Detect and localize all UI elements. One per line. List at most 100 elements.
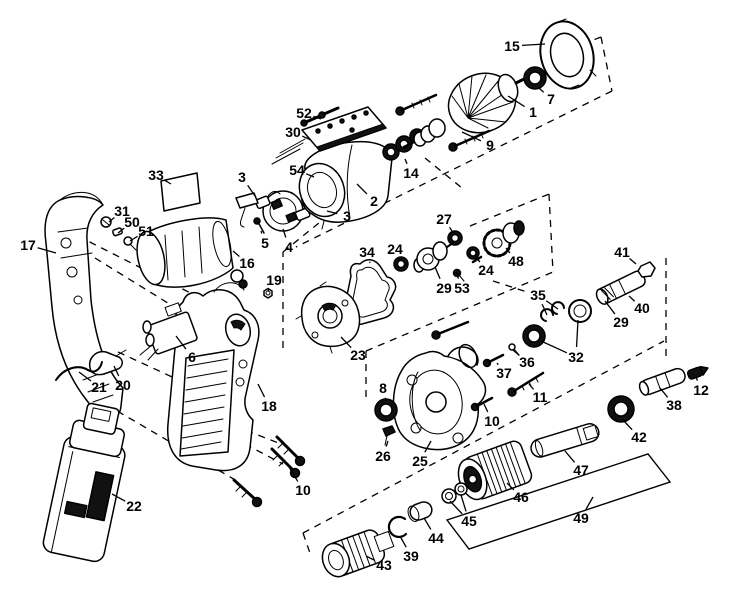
callout-label-54: 54 [289, 162, 305, 178]
part-8-bearing [374, 398, 398, 422]
callout-label-50: 50 [124, 214, 140, 230]
callout-label-3: 3 [238, 169, 246, 185]
callout-label-10: 10 [295, 482, 311, 498]
part-23-baffle [295, 281, 361, 354]
callout-label-14: 14 [403, 165, 419, 181]
callout-leader-31 [108, 216, 115, 223]
callout-label-29: 29 [613, 314, 629, 330]
callout-label-53: 53 [454, 280, 470, 296]
part-2-field-case [298, 140, 393, 223]
part-30-circuit-board [271, 106, 387, 165]
callout-leader-10 [483, 403, 489, 413]
callout-label-24: 24 [478, 262, 494, 278]
callout-leader-29 [434, 266, 441, 280]
part-32-bearing-set [522, 299, 592, 348]
callout-label-36: 36 [519, 354, 535, 370]
callout-leader-5 [260, 230, 263, 234]
callout-label-25: 25 [412, 453, 428, 469]
part-22-battery-pack [42, 402, 126, 563]
callout-label-24: 24 [387, 241, 403, 257]
part-24-washer-right [466, 246, 480, 260]
callout-leader-50 [117, 227, 125, 234]
callout-leader-51 [129, 235, 138, 242]
part-39-c-ring [387, 515, 408, 539]
part-5-screw [253, 217, 265, 234]
part-24-washer-left [393, 256, 409, 272]
callout-label-34: 34 [359, 244, 375, 260]
callout-label-30: 30 [285, 124, 301, 140]
callout-leader-39 [399, 535, 407, 548]
callout-label-20: 20 [115, 377, 131, 393]
callout-label-51: 51 [138, 223, 154, 239]
callout-label-21: 21 [91, 379, 107, 395]
part-screw-upper [431, 320, 470, 340]
callout-label-17: 17 [20, 237, 36, 253]
part-3-brush-left [235, 192, 259, 228]
callout-leader-53 [455, 271, 460, 279]
callout-label-48: 48 [508, 253, 524, 269]
part-25-gear-case [392, 343, 487, 451]
part-31-50-51-screw-set [100, 216, 137, 251]
part-26-clip [382, 425, 396, 446]
callout-leader-4 [282, 228, 287, 238]
part-15-brush-plate [539, 18, 597, 90]
callout-leader-24 [398, 257, 401, 262]
callout-leader-3 [247, 184, 256, 197]
callout-label-33: 33 [148, 167, 164, 183]
part-17-housing-half-left [44, 191, 124, 421]
callout-leader-15 [521, 43, 546, 47]
callout-leader-35 [541, 303, 548, 316]
callout-leader-27 [449, 226, 455, 235]
callout-label-4: 4 [285, 239, 293, 255]
callout-leader-22 [111, 493, 126, 502]
callout-leader-49 [585, 496, 594, 510]
part-16-motor [136, 217, 248, 289]
callout-label-26: 26 [375, 448, 391, 464]
callout-label-37: 37 [496, 365, 512, 381]
callout-leader-35 [545, 300, 559, 310]
callout-leader-46 [506, 482, 515, 491]
callout-leader-43 [365, 555, 376, 562]
callout-leader-1 [507, 95, 525, 108]
callout-leader-17 [37, 247, 57, 254]
callout-leader-11 [528, 383, 535, 390]
callout-leader-33 [164, 179, 172, 185]
callout-leader-44 [423, 517, 432, 530]
part-44-sleeve [407, 501, 433, 522]
part-35-retaining-clips [540, 301, 565, 322]
callout-leader-42 [622, 419, 633, 431]
callout-leader-12 [695, 376, 699, 381]
callout-label-19: 19 [266, 272, 282, 288]
part-52-screws [300, 106, 340, 127]
callout-label-45: 45 [461, 513, 477, 529]
callout-leader-38 [659, 387, 669, 398]
part-29-40-output-shaft [595, 261, 656, 305]
callout-leader-2 [356, 183, 368, 195]
part-21-wire [55, 361, 103, 381]
callout-leader-23 [340, 336, 352, 349]
callout-leader-37 [496, 362, 499, 366]
callout-leader-18 [257, 383, 266, 398]
callout-label-39: 39 [403, 548, 419, 564]
callout-leader-8 [384, 397, 387, 402]
part-12-bit [686, 365, 709, 380]
part-33-label-plate [160, 172, 201, 212]
callout-label-46: 46 [513, 489, 529, 505]
part-6-switch [139, 302, 198, 361]
part-43-clutch-collar [321, 529, 395, 578]
callout-leader-19 [267, 288, 270, 292]
callout-label-11: 11 [533, 389, 548, 405]
part-29-pinion-left [413, 241, 454, 273]
callout-leader-9 [461, 131, 482, 142]
callout-label-41: 41 [614, 244, 630, 260]
callout-leader-54 [305, 173, 315, 178]
callout-label-23: 23 [350, 347, 366, 363]
callout-label-7: 7 [547, 91, 555, 107]
part-47-spindle [530, 423, 600, 458]
callout-label-35: 35 [530, 287, 546, 303]
callout-leader-20 [113, 365, 120, 377]
callout-leader-21 [78, 371, 92, 382]
callout-label-42: 42 [631, 429, 647, 445]
part-37-screw [482, 353, 505, 368]
